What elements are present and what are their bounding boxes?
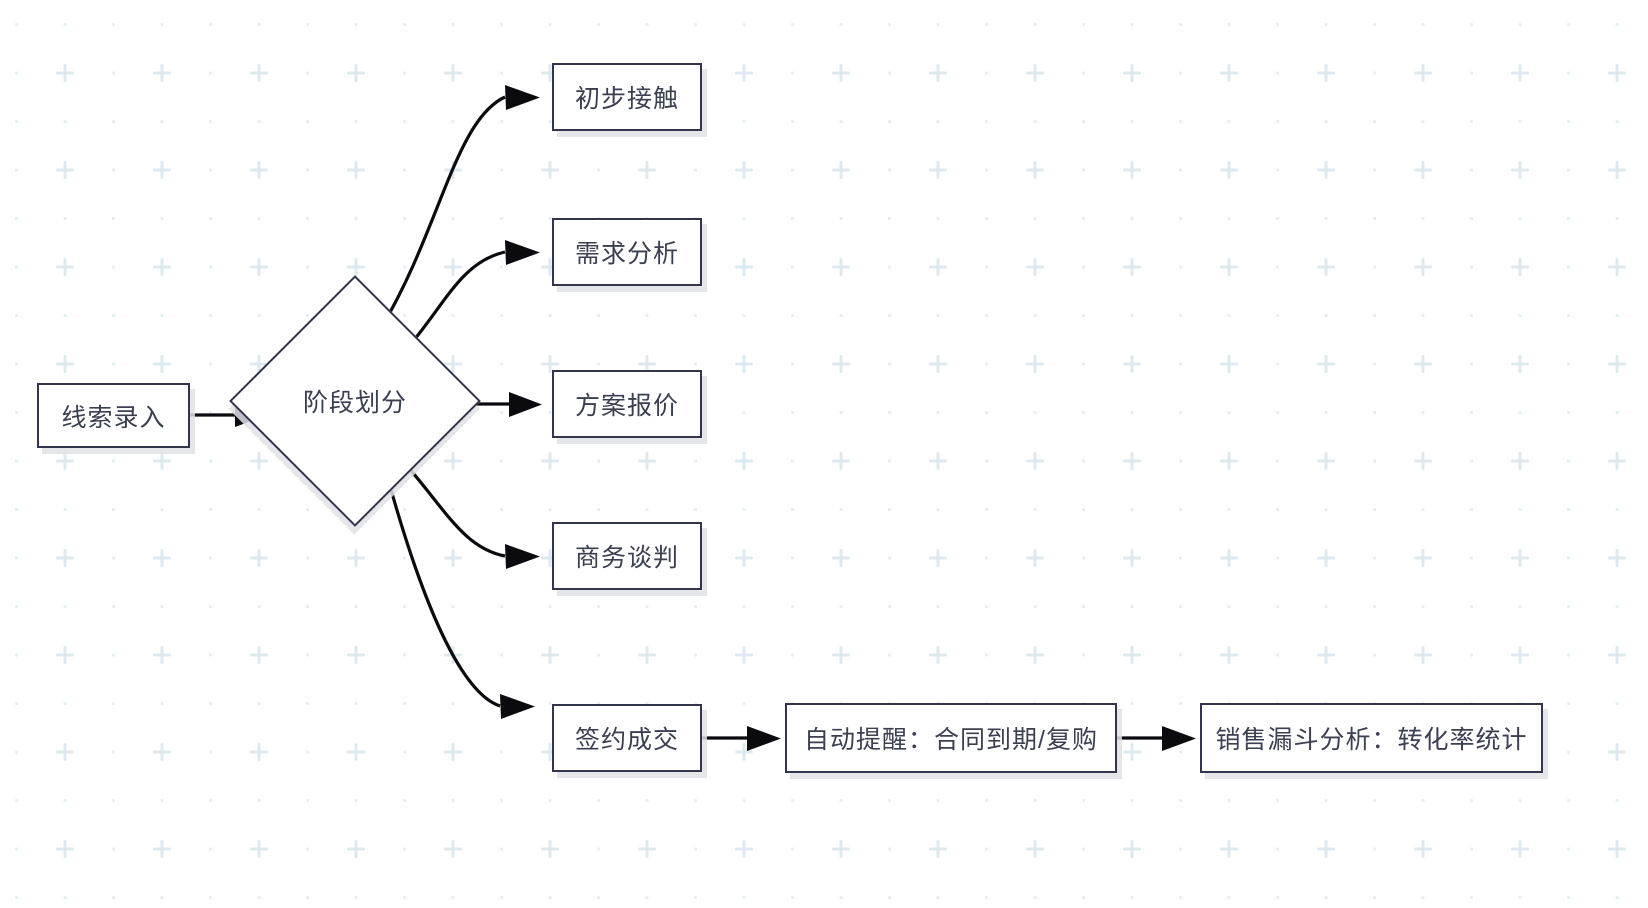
edge-stage5-to-reminder <box>702 726 781 751</box>
edge-decision-to-stage5 <box>383 467 535 719</box>
node-funnel-label: 销售漏斗分析：转化率统计 <box>1215 726 1528 754</box>
node-start[interactable]: 线索录入 <box>37 383 190 448</box>
node-stage4-label: 商务谈判 <box>574 544 679 572</box>
node-stage2-label: 需求分析 <box>574 240 679 268</box>
node-start-label: 线索录入 <box>61 403 166 432</box>
node-stage-signed-deal[interactable]: 签约成交 <box>552 704 702 772</box>
node-stage3-label: 方案报价 <box>574 392 679 420</box>
node-sales-funnel-analysis[interactable]: 销售漏斗分析：转化率统计 <box>1200 703 1543 773</box>
node-stage-proposal-quote[interactable]: 方案报价 <box>552 370 702 438</box>
edge-reminder-to-funnel <box>1117 726 1196 751</box>
node-stage-negotiation[interactable]: 商务谈判 <box>552 522 702 590</box>
edge-decision-to-stage1 <box>379 85 540 329</box>
node-auto-reminder[interactable]: 自动提醒：合同到期/复购 <box>785 703 1117 773</box>
node-stage-requirement-analysis[interactable]: 需求分析 <box>552 218 702 286</box>
node-decision[interactable]: 阶段划分 <box>229 275 481 527</box>
node-stage5-label: 签约成交 <box>574 726 679 754</box>
node-reminder-label: 自动提醒：合同到期/复购 <box>804 726 1098 754</box>
node-decision-label: 阶段划分 <box>302 389 407 417</box>
node-stage-initial-contact[interactable]: 初步接触 <box>552 63 702 131</box>
node-stage1-label: 初步接触 <box>574 85 679 113</box>
